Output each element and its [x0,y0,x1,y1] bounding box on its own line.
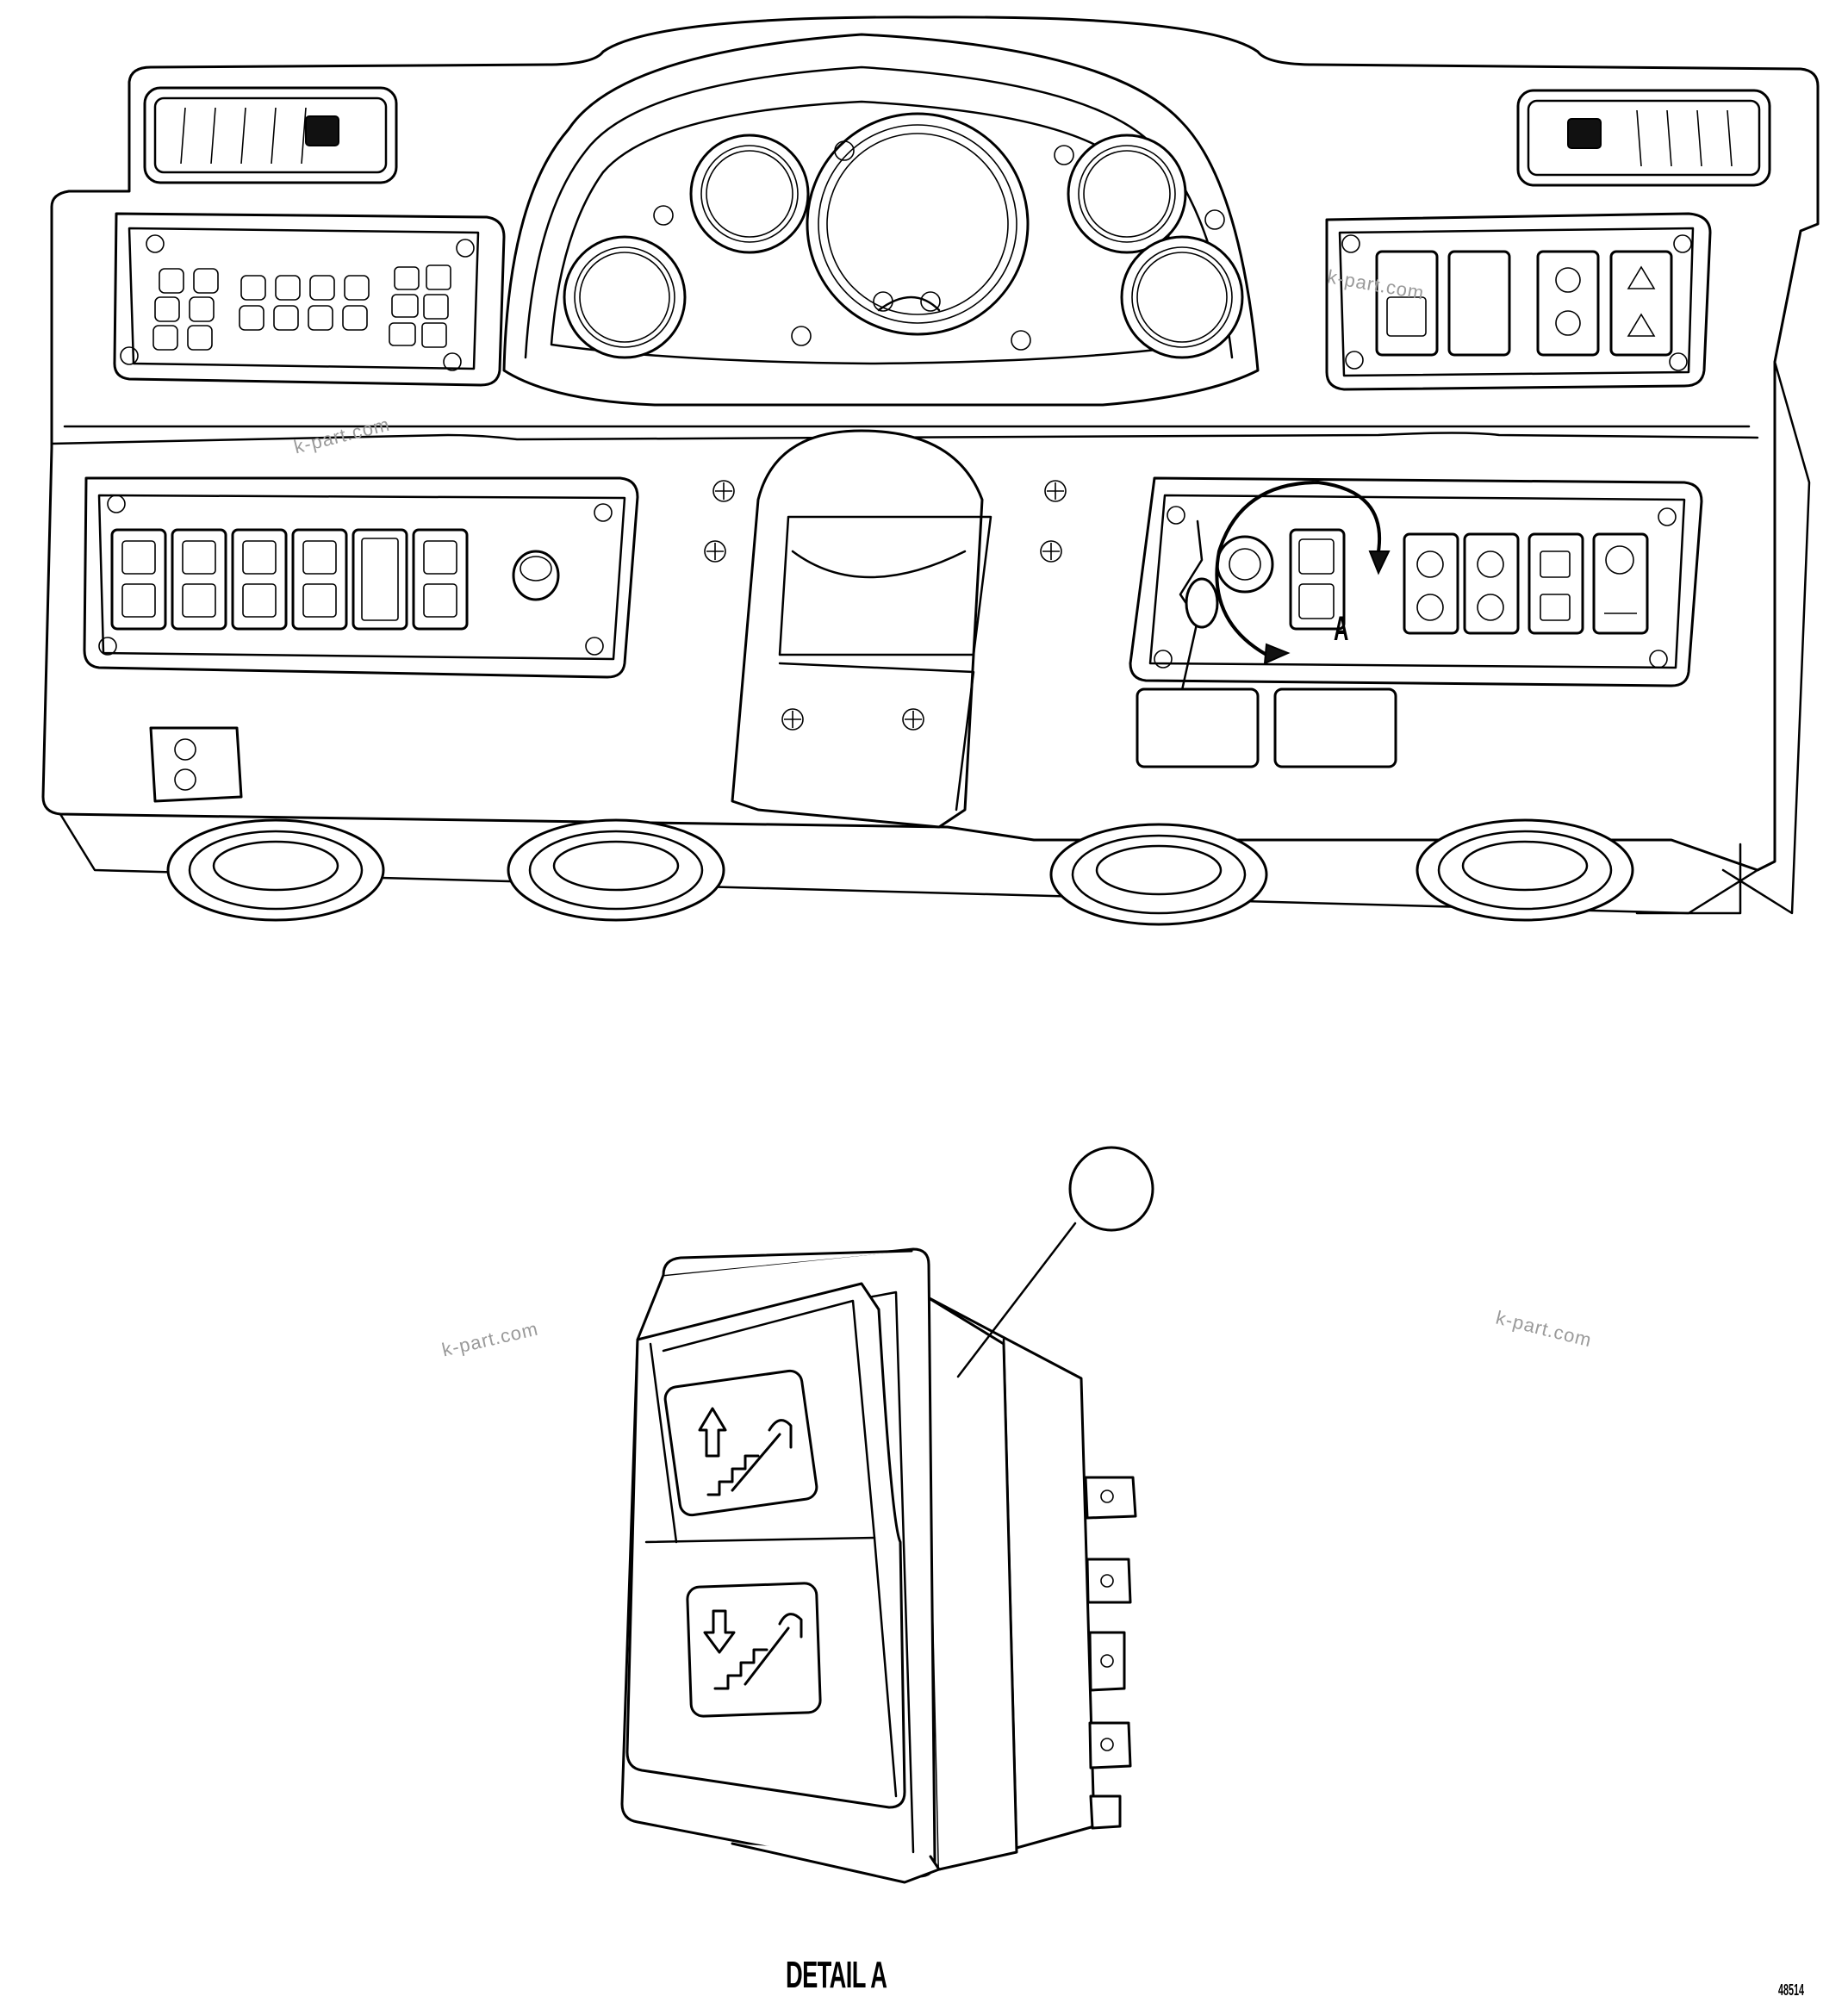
dashboard-assembly [41,16,1820,926]
callout-balloon [1068,1146,1154,1232]
lower-right-switch-panel [1129,476,1703,700]
arrow-down-stairs-icon [703,1609,803,1690]
arrow-up-stairs-icon [698,1407,793,1496]
indicator-light-panel [113,212,506,387]
right-air-vent [1516,89,1771,187]
bottom-round-vents [166,818,1634,926]
gauge-cluster [563,112,1244,359]
fastener-screws [98,140,1692,731]
left-air-vent [143,86,398,184]
steering-column-cover [731,429,992,829]
upper-right-switch-panel [1325,212,1712,391]
drawing-number: 48514 [1778,1981,1805,1999]
detail-a-rocker-switch [620,1146,1154,1884]
lower-left-switch-panel [83,476,639,679]
detail-a-label: DETAIL A [786,1954,887,1996]
callout-letter-a: A [1334,610,1349,648]
side-toggle-bracket [149,726,243,803]
